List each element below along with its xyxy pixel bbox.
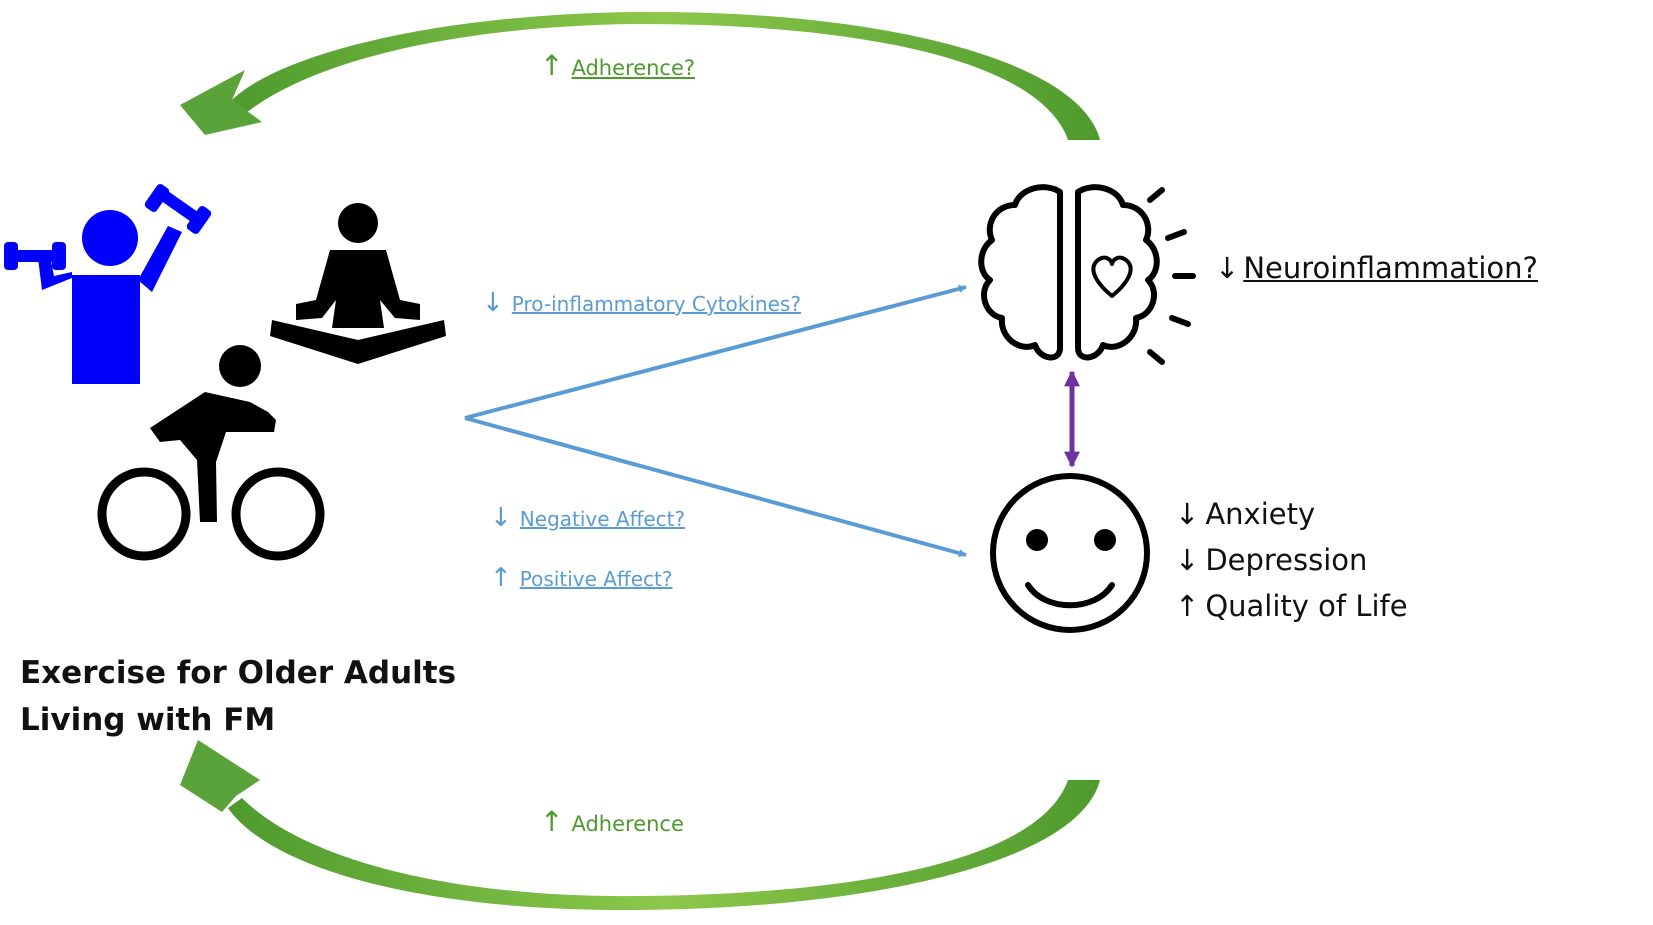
bottom-feedback-arrow — [180, 740, 1100, 911]
brain-heart-icon — [978, 184, 1196, 365]
depression-text: Depression — [1205, 543, 1368, 577]
down-arrow-icon: ↓ — [490, 503, 512, 533]
down-arrow-icon: ↓ — [1215, 251, 1240, 285]
up-arrow-icon: ↑ — [1175, 589, 1200, 623]
down-arrow-icon: ↓ — [482, 288, 504, 318]
title-line-2: Living with FM — [20, 702, 276, 738]
dumbbell-exercise-icon — [4, 184, 212, 384]
neuroinflammation-label: ↓Neuroinflammation? — [1215, 254, 1538, 283]
negative-affect-label: ↓ Negative Affect? — [490, 505, 685, 531]
up-arrow-icon: ↑ — [540, 49, 564, 82]
adherence-top-label: ↑ Adherence? — [540, 52, 695, 80]
positive-affect-label: ↑ Positive Affect? — [490, 565, 672, 591]
diagram-title: Exercise for Older Adults Living with FM — [20, 650, 456, 744]
title-line-1: Exercise for Older Adults — [20, 655, 457, 691]
adherence-top-text: Adherence? — [571, 56, 696, 80]
quality-of-life-text: Quality of Life — [1205, 589, 1408, 623]
meditation-icon — [270, 203, 446, 364]
positive-affect-text: Positive Affect? — [519, 567, 673, 591]
pathway-arrows — [464, 284, 967, 557]
depression-label: ↓Depression — [1175, 546, 1367, 575]
negative-affect-text: Negative Affect? — [519, 507, 686, 531]
up-arrow-icon: ↑ — [490, 563, 512, 593]
anxiety-text: Anxiety — [1205, 497, 1316, 531]
adherence-bottom-label: ↑ Adherence — [540, 808, 684, 836]
anxiety-label: ↓Anxiety — [1175, 500, 1315, 529]
up-arrow-icon: ↑ — [540, 805, 564, 838]
cytokines-label: ↓ Pro-inflammatory Cytokines? — [482, 290, 801, 316]
top-feedback-arrow — [180, 11, 1100, 140]
quality-of-life-label: ↑Quality of Life — [1175, 592, 1408, 621]
cycling-icon — [97, 345, 325, 561]
neuroinflammation-text: Neuroinflammation? — [1243, 251, 1538, 285]
smiley-face-icon — [990, 473, 1150, 633]
cytokines-text: Pro-inflammatory Cytokines? — [511, 292, 801, 316]
down-arrow-icon: ↓ — [1175, 543, 1200, 577]
down-arrow-icon: ↓ — [1175, 497, 1200, 531]
adherence-bottom-text: Adherence — [571, 812, 684, 836]
